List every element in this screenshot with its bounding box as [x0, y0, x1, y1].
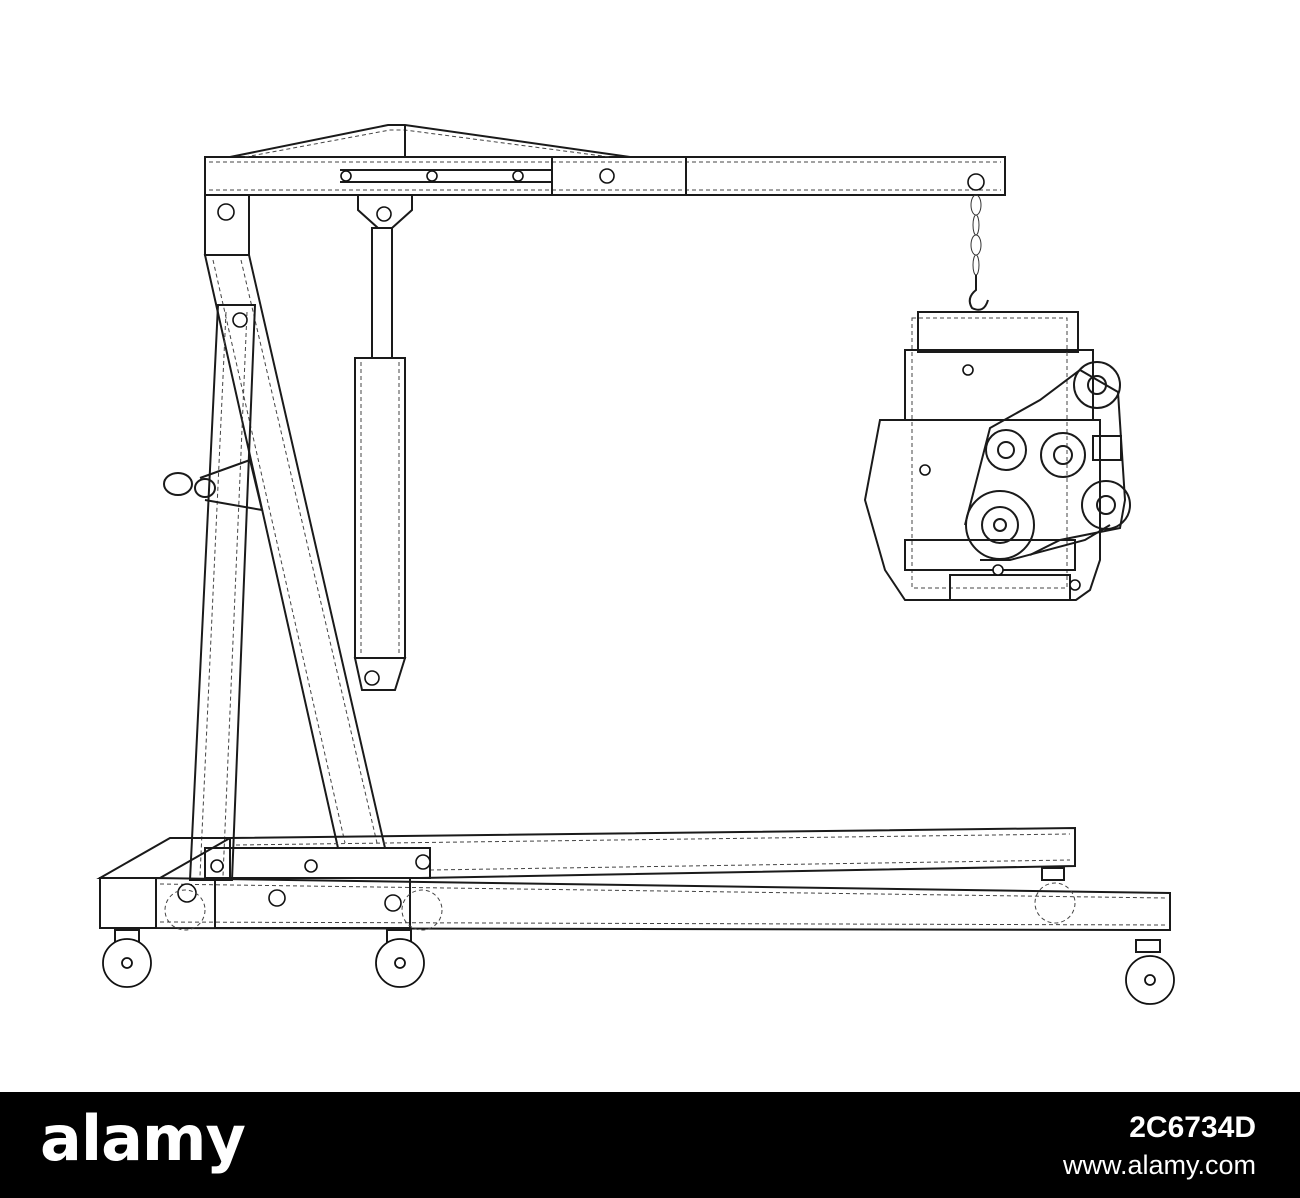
mast-column: [203, 254, 387, 849]
lift-chain: [968, 194, 989, 311]
image-id: 2C6734D: [1129, 1111, 1256, 1144]
caster-rear-hidden-left: [164, 889, 443, 931]
hydraulic-ram: [353, 194, 413, 691]
caster-front-right: [375, 929, 425, 988]
caster-leg-rear: [1034, 867, 1076, 924]
rear-support-leg: [188, 304, 257, 881]
boom-truss: [229, 124, 631, 158]
boom-arm: [204, 156, 1006, 196]
mast-pivot: [204, 194, 250, 256]
caster-leg-front: [1125, 939, 1175, 1005]
footer-bar: [0, 1092, 1300, 1198]
engine-hoist-drawing: [96, 124, 1175, 1005]
boom-bolts: [340, 168, 985, 191]
caster-front-left: [102, 929, 152, 988]
alamy-logo: alamy: [40, 1102, 246, 1175]
site-url: www.alamy.com: [1062, 1150, 1256, 1180]
engine-block: [863, 311, 1131, 601]
base-frame: [96, 826, 1171, 932]
pump-handle: [163, 458, 264, 512]
